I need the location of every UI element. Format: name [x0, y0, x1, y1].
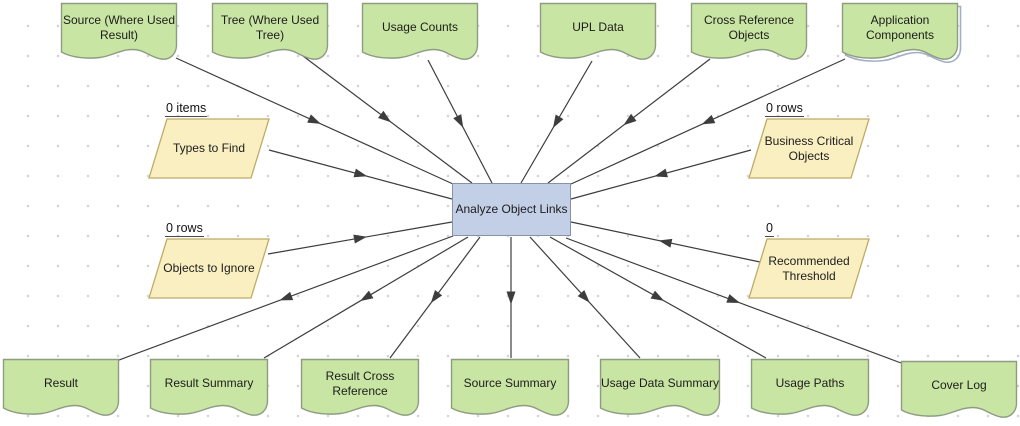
node-label: Result: [43, 376, 78, 391]
arrowhead-icon: [307, 114, 321, 124]
node-label: Usage Data Summary: [600, 376, 720, 391]
node-business-critical-objects[interactable]: Business Critical Objects: [748, 118, 870, 179]
parallelogram-shape: [748, 238, 870, 299]
node-cross-reference-objects[interactable]: Cross Reference Objects: [690, 2, 808, 66]
node-label: Source Summary: [463, 376, 557, 391]
parallelogram-shape: [148, 238, 270, 299]
connector-analyze-object-links-to-result-cross-reference[interactable]: [389, 236, 481, 359]
node-label: Cross Reference Objects: [703, 13, 795, 42]
node-types-to-find[interactable]: Types to Find: [148, 118, 270, 179]
node-label: Application Components: [865, 13, 935, 42]
arrowhead-icon: [701, 114, 716, 125]
node-application-components[interactable]: Application Components: [841, 2, 963, 70]
node-objects-to-ignore[interactable]: Objects to Ignore: [148, 238, 270, 299]
document-shape: [539, 2, 657, 60]
connector-source-where-used-result-to-analyze-object-links[interactable]: [175, 57, 454, 185]
connector-analyze-object-links-to-source-summary[interactable]: [506, 237, 516, 358]
node-upl-data[interactable]: UPL Data: [539, 2, 657, 66]
arrowhead-icon: [552, 114, 564, 129]
node-usage-data-summary[interactable]: Usage Data Summary: [599, 358, 721, 422]
arrowhead-icon: [359, 290, 374, 302]
node-label: Result Cross Reference: [325, 369, 395, 398]
document-shape: [900, 360, 1018, 418]
annotation-business-critical-objects-count: 0 rows: [765, 101, 804, 117]
connector-cross-reference-objects-to-analyze-object-links[interactable]: [547, 58, 711, 184]
document-shape: [300, 358, 420, 416]
document-shape: [599, 358, 721, 416]
arrowhead-icon: [353, 234, 367, 244]
document-shape: [690, 2, 808, 60]
node-label: Recommended Threshold: [768, 254, 850, 283]
arrowhead-icon: [650, 290, 665, 301]
arrowhead-icon: [658, 238, 673, 248]
document-shape-stacked: [841, 2, 962, 63]
node-label: Analyze Object Links: [455, 202, 568, 217]
connector-usage-counts-to-analyze-object-links[interactable]: [427, 59, 493, 184]
node-analyze-object-links[interactable]: Analyze Object Links: [452, 183, 571, 236]
connector-objects-to-ignore-to-analyze-object-links[interactable]: [267, 221, 453, 255]
arrowhead-icon: [453, 114, 464, 128]
node-result-summary[interactable]: Result Summary: [149, 358, 269, 422]
arrowhead-icon: [654, 168, 668, 178]
node-label: UPL Data: [572, 20, 624, 35]
node-source-summary[interactable]: Source Summary: [450, 358, 570, 422]
arrowhead-icon: [378, 110, 392, 123]
arrowhead-icon: [279, 291, 294, 301]
document-shape: [149, 358, 269, 416]
arrowhead-icon: [430, 290, 443, 304]
parallelogram-shape: [748, 118, 870, 179]
arrowhead-icon: [623, 113, 637, 126]
node-usage-counts[interactable]: Usage Counts: [361, 2, 479, 66]
connector-tree-where-used-tree-to-analyze-object-links[interactable]: [298, 52, 473, 184]
node-label: Tree (Where Used Tree): [220, 13, 320, 42]
annotation-objects-to-ignore-count: 0 rows: [165, 221, 204, 237]
connector-analyze-object-links-to-cover-log[interactable]: [565, 237, 902, 364]
node-label: Objects to Ignore: [163, 261, 255, 276]
parallelogram-shape: [148, 118, 270, 179]
connector-recommended-threshold-to-analyze-object-links[interactable]: [570, 221, 761, 263]
arrowhead-icon: [506, 291, 516, 305]
annotation-recommended-threshold-count: 0: [765, 221, 774, 237]
node-label: Source (Where Used Result): [62, 13, 176, 42]
document-shape: [361, 2, 479, 60]
node-recommended-threshold[interactable]: Recommended Threshold: [748, 238, 870, 299]
node-source-where-used-result[interactable]: Source (Where Used Result): [60, 2, 178, 66]
node-tree-where-used-tree[interactable]: Tree (Where Used Tree): [211, 2, 329, 66]
arrowhead-icon: [353, 168, 368, 178]
arrowhead-icon: [726, 294, 741, 303]
document-shape: [211, 2, 329, 60]
node-result[interactable]: Result: [2, 358, 120, 422]
node-label: Types to Find: [172, 141, 246, 156]
node-usage-paths[interactable]: Usage Paths: [750, 358, 870, 422]
document-shape: [750, 358, 870, 416]
arrowhead-icon: [577, 290, 590, 303]
connector-application-components-to-analyze-object-links[interactable]: [570, 58, 846, 185]
node-label: Business Critical Objects: [764, 134, 854, 163]
document-shape: [450, 358, 570, 416]
document-shape: [2, 358, 120, 416]
node-label: Cover Log: [931, 378, 987, 393]
node-result-cross-reference[interactable]: Result Cross Reference: [300, 358, 420, 422]
connector-types-to-find-to-analyze-object-links[interactable]: [268, 149, 453, 200]
node-label: Usage Paths: [775, 376, 845, 391]
connector-analyze-object-links-to-result-summary[interactable]: [263, 236, 469, 359]
connector-business-critical-objects-to-analyze-object-links[interactable]: [570, 149, 752, 200]
document-shape: [60, 2, 178, 60]
node-label: Result Summary: [164, 376, 254, 391]
node-cover-log[interactable]: Cover Log: [900, 360, 1018, 424]
connector-analyze-object-links-to-usage-data-summary[interactable]: [529, 236, 641, 359]
node-label: Usage Counts: [381, 20, 459, 35]
connector-analyze-object-links-to-usage-paths[interactable]: [549, 236, 767, 359]
connector-upl-data-to-analyze-object-links[interactable]: [520, 60, 593, 184]
connector-analyze-object-links-to-result[interactable]: [118, 235, 454, 361]
annotation-types-to-find-count: 0 items: [165, 101, 208, 117]
